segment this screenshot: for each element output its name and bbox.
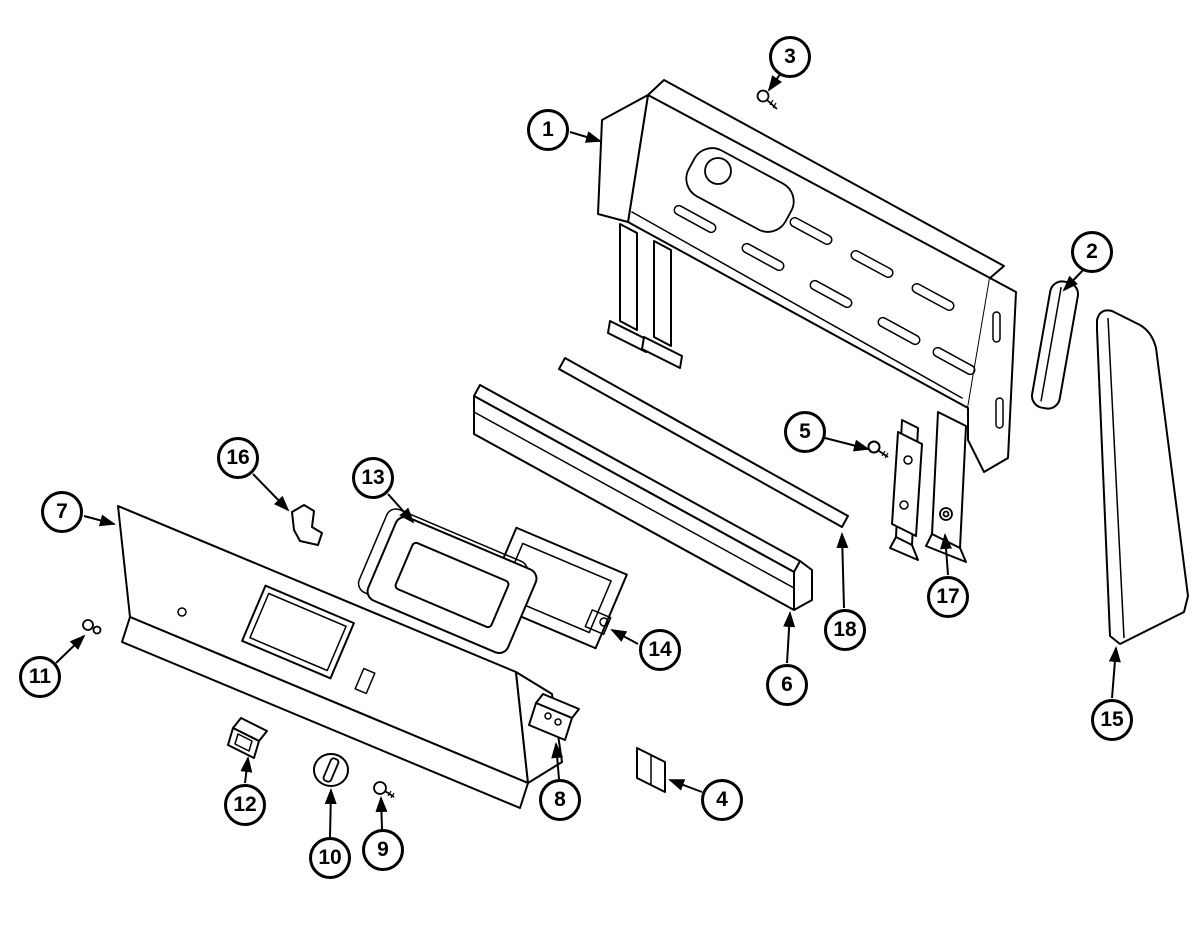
callout-1: 1 [527, 109, 569, 151]
part-16-clip [291, 504, 323, 546]
part-3-screw [756, 89, 778, 110]
callout-14: 14 [639, 629, 681, 671]
callout-4: 4 [701, 779, 743, 821]
callout-8: 8 [539, 779, 581, 821]
part-9-screw [373, 781, 395, 799]
part-17-fastener [939, 507, 953, 521]
callout-7: 7 [41, 491, 83, 533]
callout-13: 13 [352, 457, 394, 499]
part-15-side-panel [1096, 309, 1189, 645]
callout-16: 16 [217, 437, 259, 479]
callout-5: 5 [784, 411, 826, 453]
callout-15: 15 [1091, 699, 1133, 741]
part-8-switch [528, 693, 580, 741]
part-13-bezel [357, 508, 538, 655]
callout-12: 12 [224, 784, 266, 826]
part-11-screw [82, 619, 102, 635]
callout-11: 11 [19, 656, 61, 698]
part-18-rail-trim [558, 357, 849, 528]
callout-18: 18 [824, 609, 866, 651]
callout-6: 6 [766, 664, 808, 706]
callout-10: 10 [309, 837, 351, 879]
part-5-bracket [867, 431, 923, 537]
part-10-knob [313, 753, 349, 787]
part-6-channel-rail [473, 384, 813, 611]
part-2-trim-strip [1031, 280, 1079, 410]
callout-3: 3 [769, 36, 811, 78]
part-12-switch [227, 717, 268, 759]
leader-lines [55, 72, 1121, 838]
callout-2: 2 [1071, 231, 1113, 273]
callout-17: 17 [927, 576, 969, 618]
callout-9: 9 [362, 829, 404, 871]
part-4-bracket [636, 747, 666, 793]
